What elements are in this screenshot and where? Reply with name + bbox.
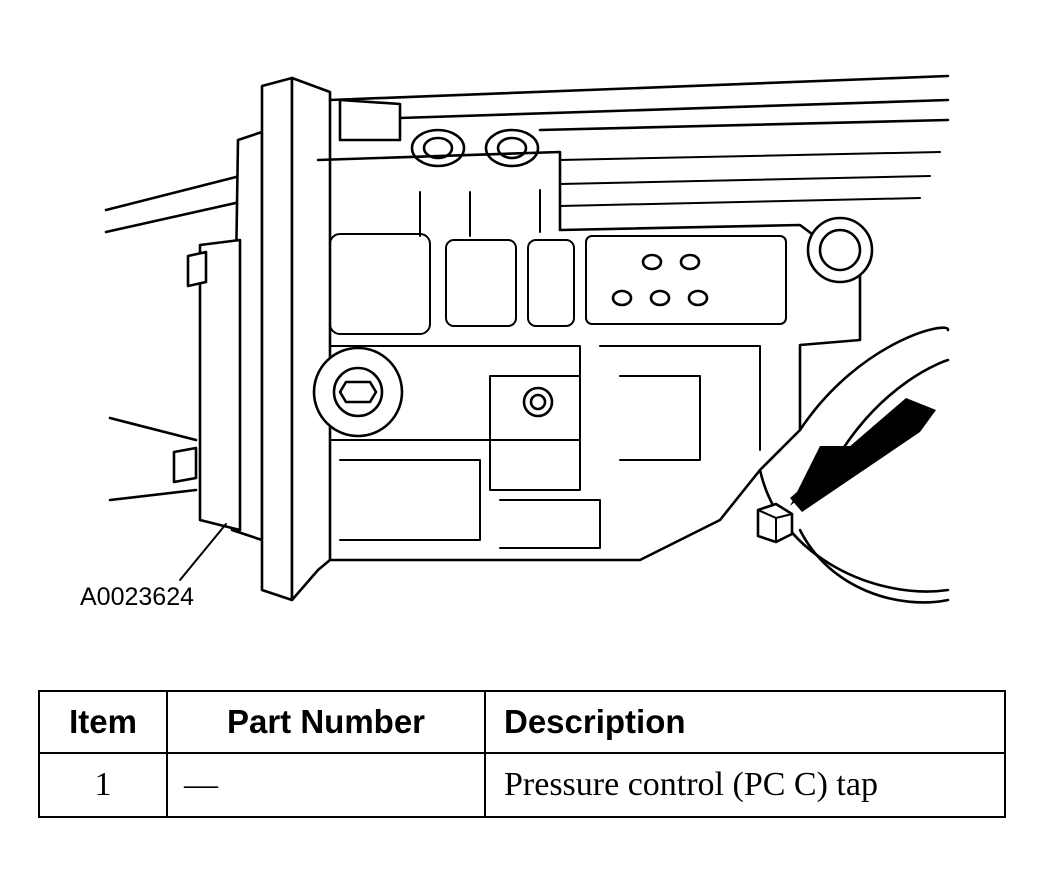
fitting-ring-inner bbox=[818, 228, 862, 272]
fitting-ring-inner bbox=[422, 136, 454, 160]
valve-body-outline bbox=[316, 150, 862, 562]
passage bbox=[339, 459, 481, 541]
pan-edge bbox=[398, 98, 950, 120]
cell-item: 1 bbox=[38, 752, 168, 818]
case-arc bbox=[828, 358, 950, 472]
housing-line bbox=[108, 488, 198, 502]
figure-id-label: A0023624 bbox=[80, 583, 194, 611]
bolt-head bbox=[186, 250, 208, 288]
case-arc bbox=[798, 326, 950, 432]
header-description: Description bbox=[484, 690, 1006, 754]
rib-line bbox=[559, 197, 921, 207]
transmission-illustration: A0023624 bbox=[80, 74, 950, 611]
legend-header-row: Item Part Number Description bbox=[38, 690, 1006, 754]
leader-line bbox=[179, 523, 227, 581]
cap bbox=[338, 98, 402, 142]
flange-side bbox=[290, 76, 332, 602]
pin bbox=[687, 289, 709, 307]
passage bbox=[619, 375, 701, 461]
passage bbox=[445, 239, 517, 327]
arrow-callout-icon bbox=[790, 398, 936, 512]
solenoid-plate bbox=[585, 235, 787, 325]
pan-edge bbox=[538, 118, 950, 132]
passage bbox=[329, 233, 431, 335]
legend-table: Item Part Number Description 1 — Pressur… bbox=[38, 690, 1006, 818]
rib-line bbox=[419, 189, 541, 237]
header-part-number: Part Number bbox=[166, 690, 486, 754]
case-arc bbox=[758, 468, 950, 593]
transmission-drawing: A0023624 bbox=[80, 74, 950, 611]
header-item: Item bbox=[38, 690, 168, 754]
passage bbox=[599, 345, 761, 451]
housing-line bbox=[104, 174, 242, 212]
passage bbox=[527, 239, 575, 327]
pin bbox=[611, 289, 633, 307]
passage bbox=[499, 499, 601, 549]
rib-line bbox=[559, 151, 941, 161]
pin bbox=[649, 289, 671, 307]
housing-line bbox=[108, 416, 198, 442]
pressure-tap-plug-facets bbox=[757, 509, 793, 543]
pin bbox=[641, 253, 663, 271]
bracket-ring-inner bbox=[529, 393, 547, 411]
bracket bbox=[489, 375, 581, 491]
bolt-head bbox=[172, 446, 198, 484]
table-row: 1 — Pressure control (PC C) tap bbox=[38, 752, 1006, 818]
cell-description: Pressure control (PC C) tap bbox=[484, 752, 1006, 818]
arrow-head bbox=[790, 446, 862, 506]
housing-line bbox=[104, 200, 242, 234]
cell-part-number: — bbox=[166, 752, 486, 818]
flange-face bbox=[260, 76, 294, 602]
rib-line bbox=[559, 175, 931, 185]
flange-lower bbox=[198, 238, 242, 532]
pin bbox=[679, 253, 701, 271]
pan-edge bbox=[328, 74, 950, 102]
hex-socket bbox=[338, 380, 378, 404]
case-arc bbox=[798, 528, 950, 604]
